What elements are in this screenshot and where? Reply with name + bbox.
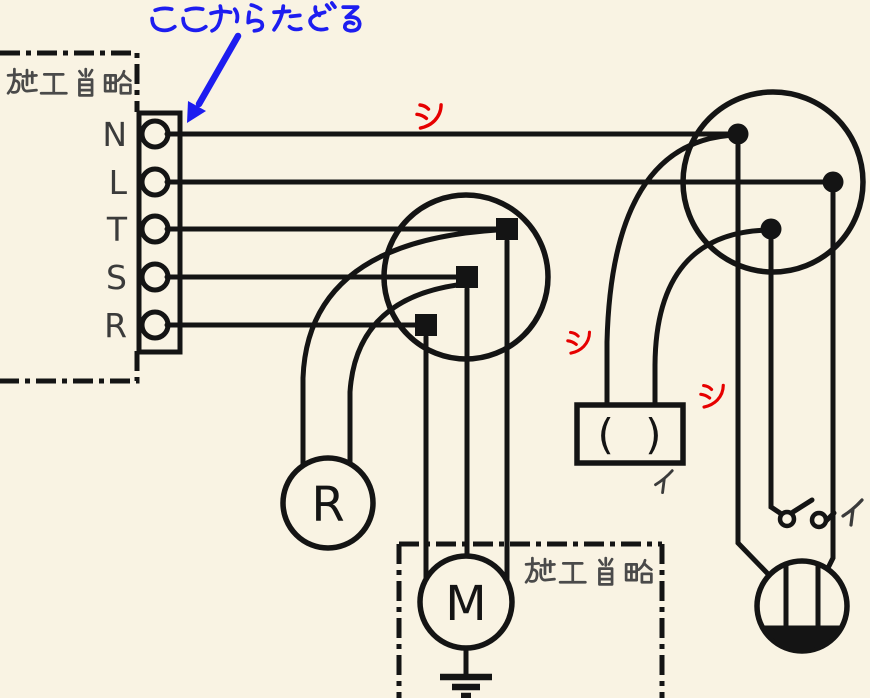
surface-outlet bbox=[754, 558, 850, 654]
terminal-l bbox=[139, 166, 171, 198]
wire-ceiling-rose-to-switch-dot bbox=[652, 227, 772, 409]
connection-dot-n bbox=[727, 123, 749, 145]
terminal-label-s: S bbox=[106, 258, 127, 297]
motor: M bbox=[417, 553, 515, 698]
ground-symbol bbox=[440, 648, 492, 698]
terminal-block: N L T S R bbox=[102, 110, 183, 355]
terminal-label-l: L bbox=[109, 163, 128, 202]
connection-square-t bbox=[496, 218, 518, 240]
trace-start-arrow-head bbox=[187, 101, 206, 123]
source-omitted-border-top bbox=[0, 50, 140, 112]
junction-box-lighting bbox=[680, 89, 866, 275]
connection-dot-l bbox=[822, 171, 844, 193]
ceiling-rose-symbol: ( ) bbox=[597, 410, 670, 459]
wire-n-dot-to-outlet bbox=[735, 142, 772, 578]
wire-lamp-to-t-square bbox=[300, 227, 500, 470]
ceiling-rose-outline bbox=[574, 402, 686, 466]
source-omitted-border-bottom bbox=[0, 351, 140, 384]
motor-omitted-box bbox=[396, 541, 665, 698]
lamp-receptacle-circle bbox=[280, 455, 376, 551]
terminal-t bbox=[139, 213, 171, 245]
switch-contact-right bbox=[809, 510, 829, 530]
terminal-block-outline bbox=[136, 110, 183, 355]
terminal-n bbox=[139, 118, 171, 150]
connection-dot-switch-leg bbox=[760, 218, 782, 240]
trace-start-arrow-shaft bbox=[195, 32, 242, 108]
junction-box-motor-circle bbox=[381, 192, 551, 362]
ceiling-rose: ( ) bbox=[574, 402, 686, 466]
source-omitted-box bbox=[0, 50, 140, 384]
wire-lamp-to-s-square bbox=[347, 282, 460, 468]
surface-outlet-filled-segment bbox=[759, 625, 845, 653]
terminal-label-n: N bbox=[102, 115, 127, 154]
connection-square-r bbox=[415, 314, 437, 336]
switch-contact-left bbox=[777, 509, 797, 529]
terminal-label-r: R bbox=[104, 306, 127, 345]
terminal-r bbox=[139, 309, 171, 341]
switch bbox=[777, 497, 829, 530]
lamp-receptacle: R bbox=[280, 455, 376, 551]
switch-lever bbox=[790, 497, 815, 515]
terminal-label-t: T bbox=[106, 210, 128, 249]
wire-ceiling-rose-to-n-dot bbox=[604, 132, 739, 409]
terminal-s bbox=[139, 261, 171, 293]
trace-start-arrow bbox=[187, 32, 242, 123]
junction-box-motor bbox=[381, 192, 551, 362]
connection-square-s bbox=[456, 266, 478, 288]
junction-box-lighting-circle bbox=[680, 89, 866, 275]
motor-letter: M bbox=[445, 576, 486, 632]
lamp-receptacle-letter: R bbox=[311, 477, 344, 533]
wire-switch-dot-to-switch bbox=[768, 237, 783, 516]
